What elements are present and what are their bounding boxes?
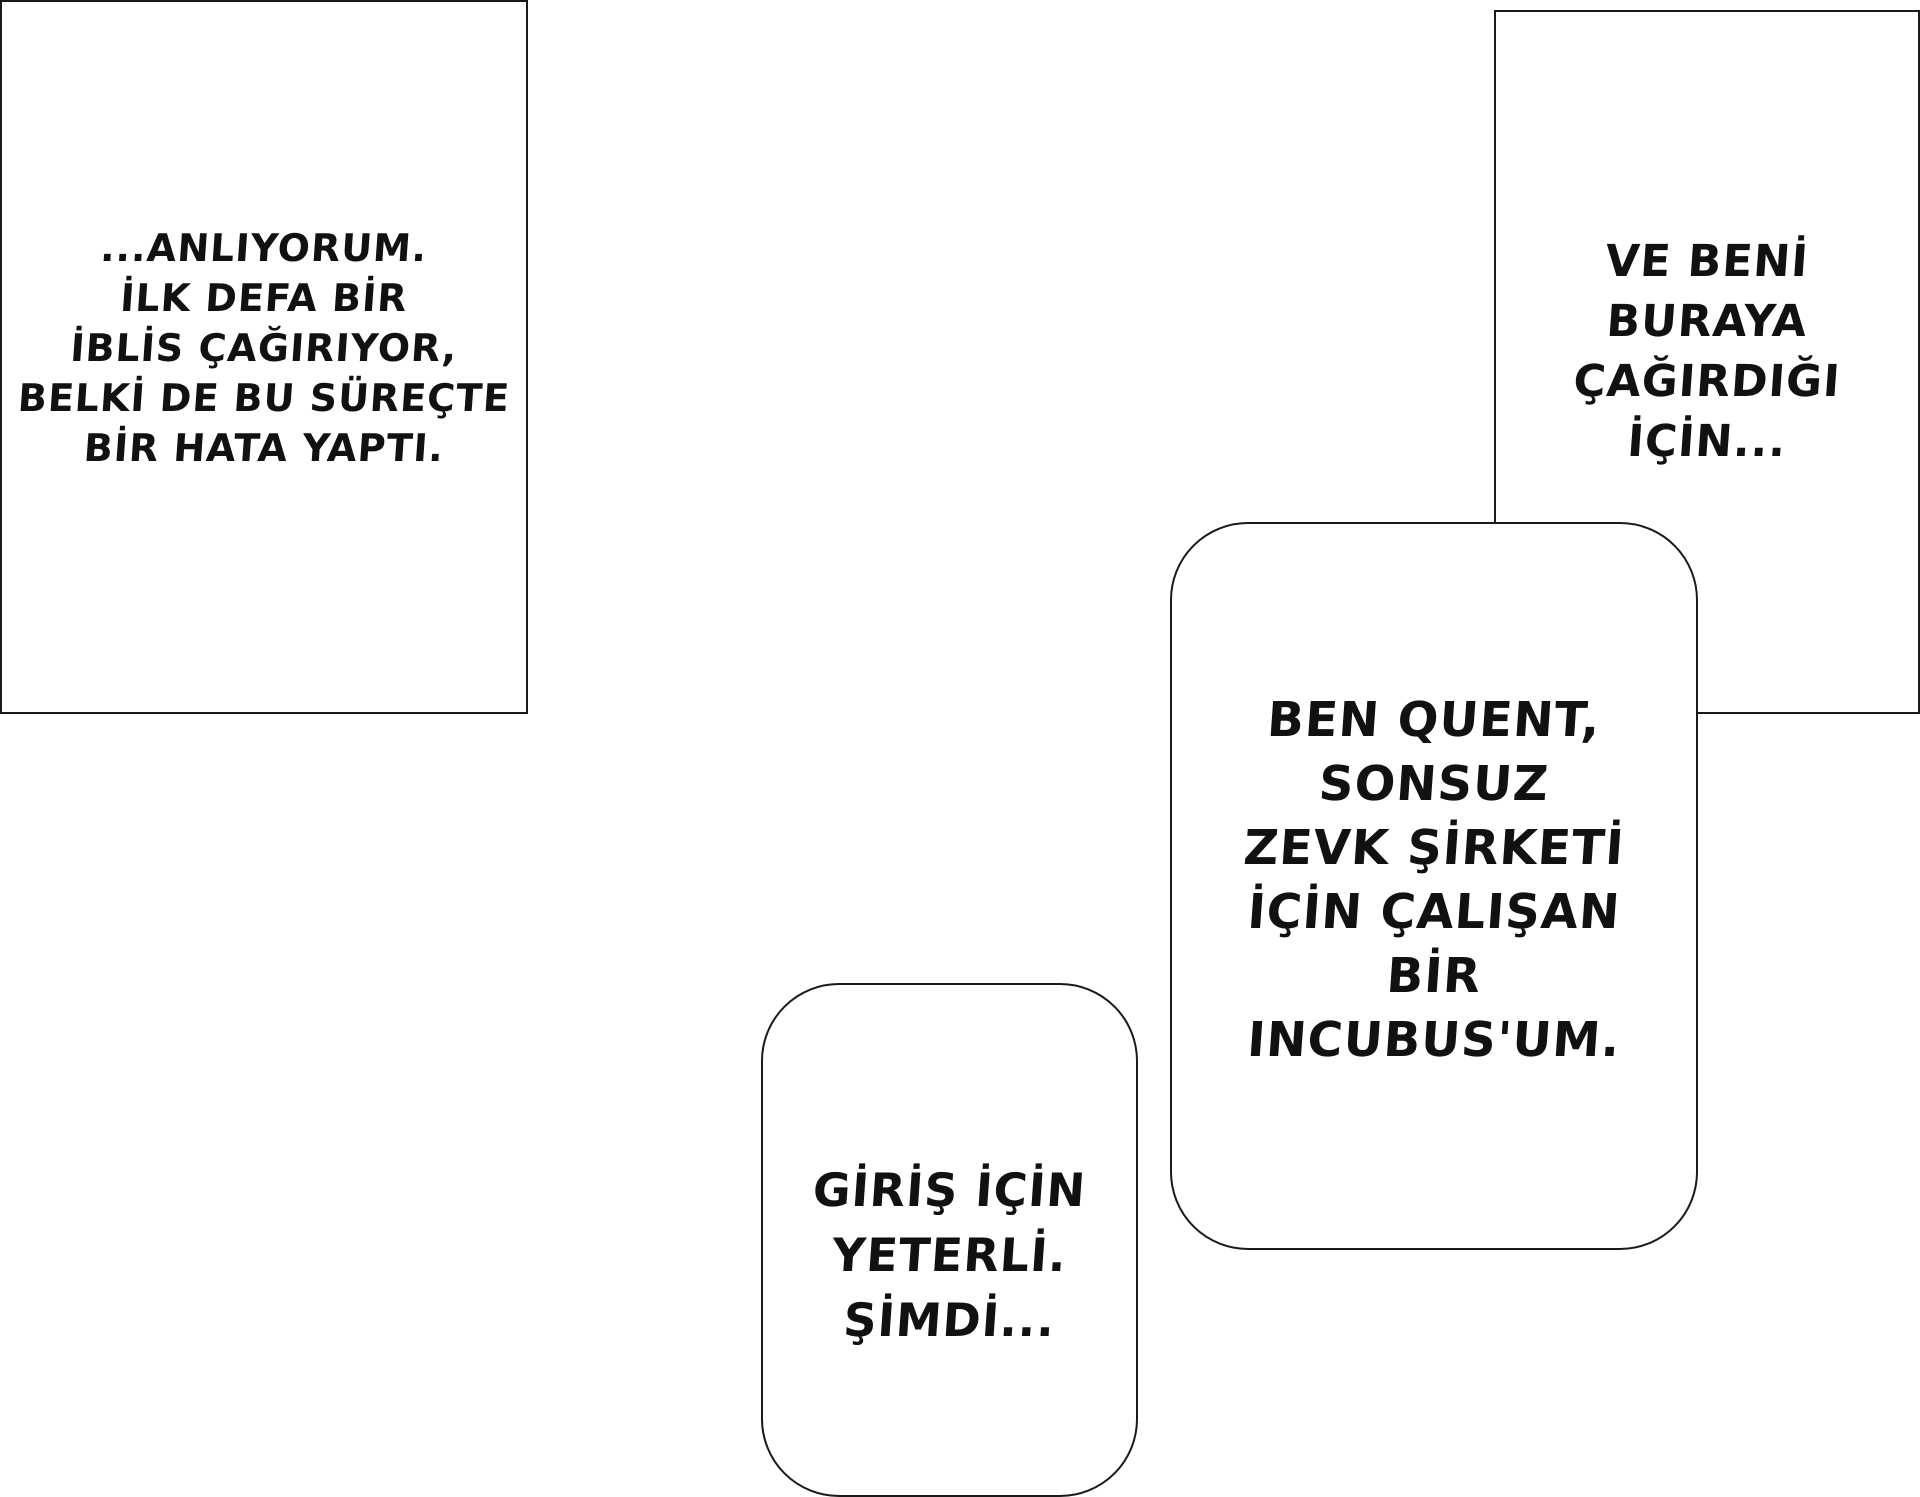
caption-line: VE BENİ [1603, 236, 1811, 287]
speech-line: ŞİMDİ... [841, 1293, 1058, 1347]
caption-line: ...ANLIYORUM. [99, 226, 429, 270]
caption-line: BURAYA [1604, 296, 1810, 347]
speech-line: BİR [1384, 948, 1484, 1004]
speech-line: INCUBUS'UM. [1245, 1012, 1623, 1068]
speech-line: BEN QUENT, [1265, 692, 1603, 748]
speech-line: SONSUZ [1317, 756, 1551, 812]
speech-line: İÇİN ÇALIŞAN [1245, 884, 1623, 940]
caption-line: BİR HATA YAPTI. [82, 426, 446, 470]
speech-line: YETERLİ. [830, 1228, 1069, 1282]
caption-line: İLK DEFA BİR [118, 276, 410, 320]
caption-panel-1: ...ANLIYORUM. İLK DEFA BİR İBLİS ÇAĞIRIY… [0, 0, 528, 714]
speech-line: ZEVK ŞİRKETİ [1241, 820, 1627, 876]
caption-line: BELKİ DE BU SÜREÇTE [16, 376, 512, 420]
caption-line: İÇİN... [1625, 416, 1789, 467]
speech-bubble-2: GİRİŞ İÇİN YETERLİ. ŞİMDİ... [761, 983, 1138, 1497]
speech-line: GİRİŞ İÇİN [811, 1163, 1088, 1217]
caption-line: İBLİS ÇAĞIRIYOR, [68, 326, 460, 370]
caption-line: ÇAĞIRDIĞI [1571, 356, 1843, 407]
speech-bubble-1: BEN QUENT, SONSUZ ZEVK ŞİRKETİ İÇİN ÇALI… [1170, 522, 1698, 1250]
